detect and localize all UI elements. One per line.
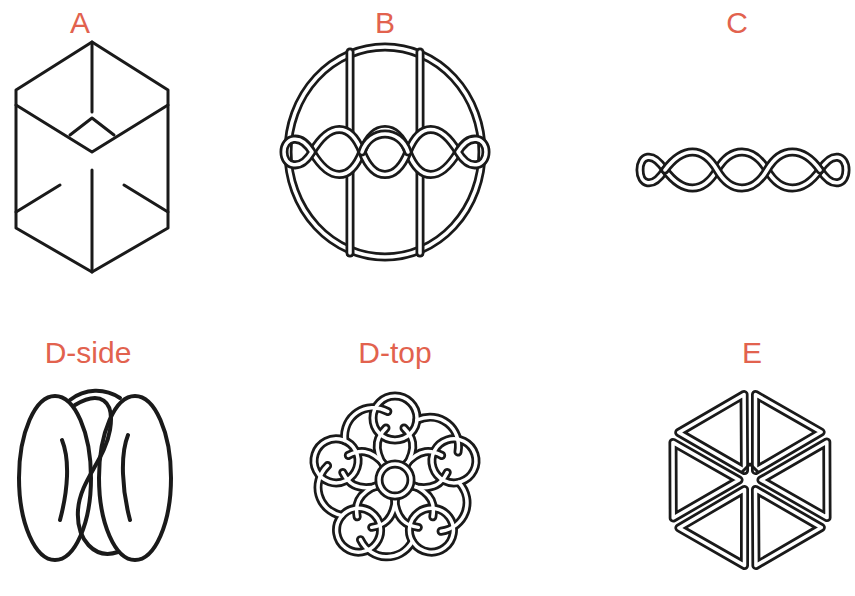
figure-c xyxy=(640,152,846,188)
figure-label: B xyxy=(375,8,395,38)
figure-a xyxy=(16,42,168,272)
figure-d-side xyxy=(19,391,171,560)
figure-label: C xyxy=(726,8,748,38)
figure-label: E xyxy=(742,338,762,368)
figure-d-top xyxy=(294,394,494,586)
figure-label: D-top xyxy=(358,338,431,368)
figure-b xyxy=(284,47,486,257)
figure-e xyxy=(640,376,855,585)
figure-label: A xyxy=(70,8,90,38)
figure-label: D-side xyxy=(45,338,132,368)
